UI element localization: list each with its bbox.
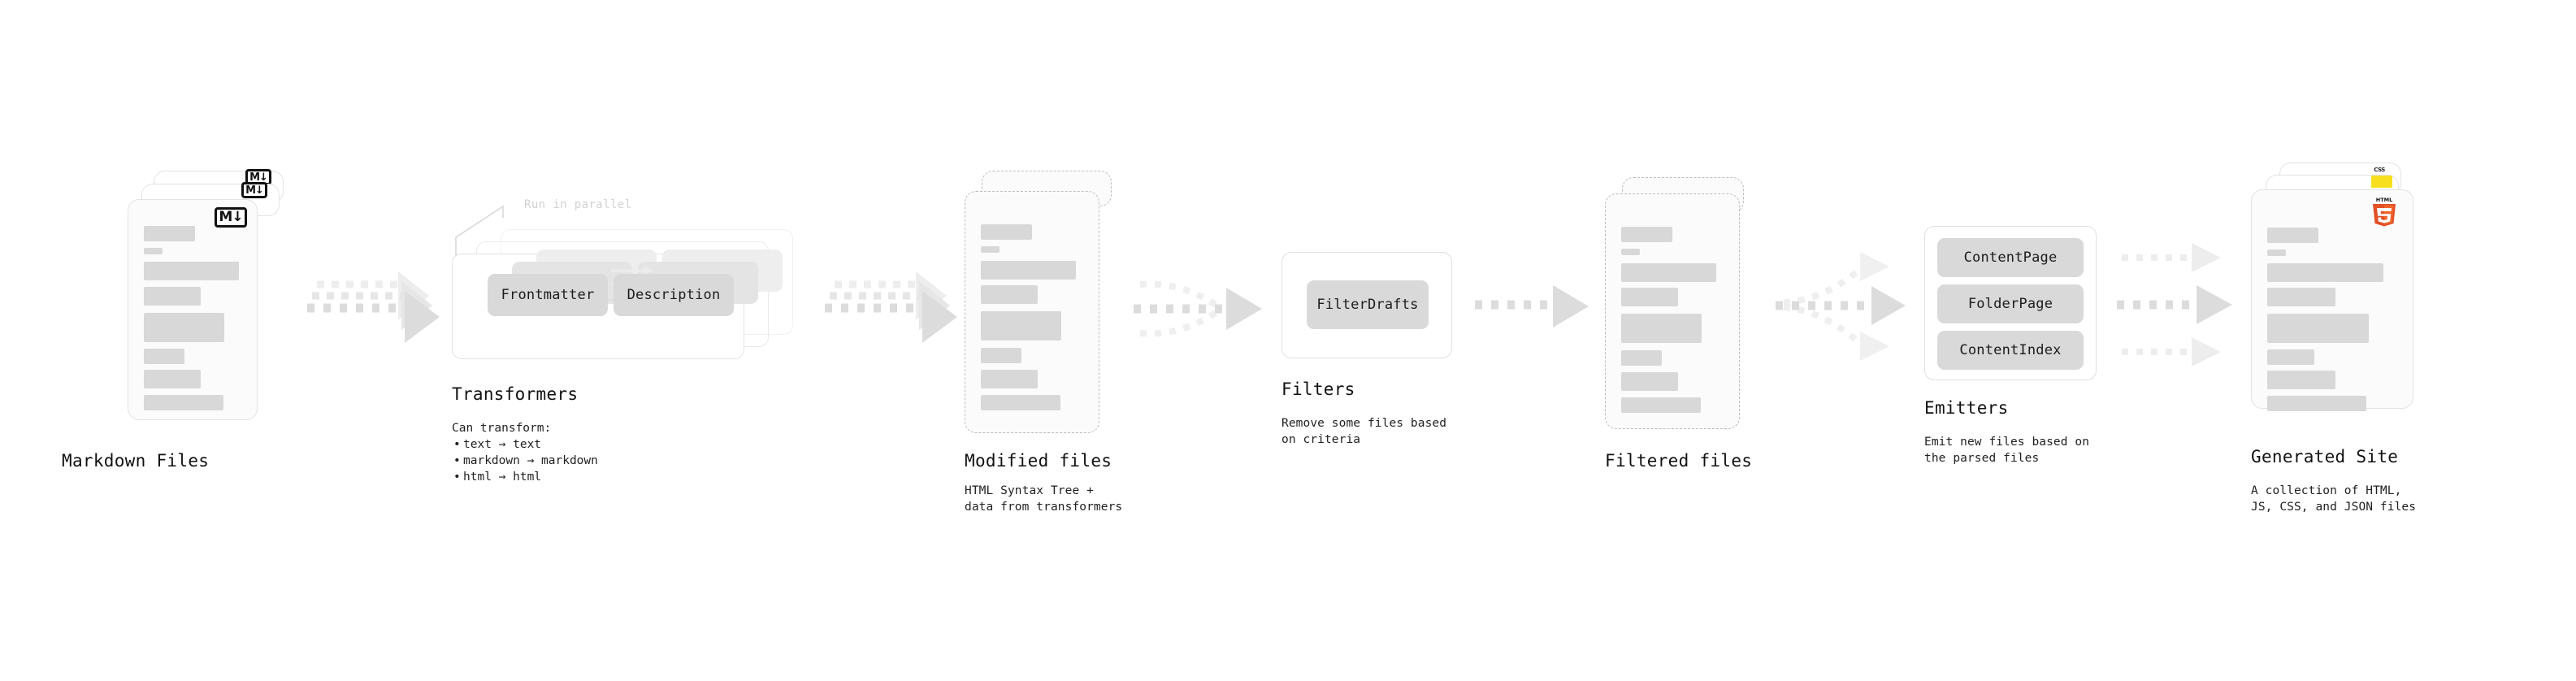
doc-line — [1621, 288, 1678, 306]
doc-line — [144, 287, 201, 306]
svg-text:HTML: HTML — [2376, 197, 2392, 203]
doc-line — [2267, 228, 2318, 243]
filtered-files-title: Filtered files — [1605, 451, 1753, 471]
markdown-badge-front: M↓ — [215, 207, 247, 228]
doc-line — [2267, 263, 2383, 282]
markdown-card-front: M↓ — [128, 199, 258, 420]
doc-line — [1621, 263, 1716, 282]
filters-title: Filters — [1281, 380, 1355, 399]
run-in-parallel-label: Run in parallel — [524, 198, 632, 211]
flow-modified-to-filters — [1134, 280, 1262, 337]
markdown-files-card-stack: M↓ M↓ M↓ — [128, 169, 290, 423]
doc-line — [1621, 249, 1640, 255]
transformer-node-label: Frontmatter — [501, 287, 595, 303]
flow-emitters-to-site — [2117, 243, 2232, 367]
doc-line — [2267, 349, 2314, 365]
generated-site-description: A collection of HTML, JS, CSS, and JSON … — [2251, 484, 2417, 514]
markdown-badge-back-2: M↓ — [245, 169, 271, 185]
emitters-title: Emitters — [1924, 398, 2009, 418]
transformers-description-header: Can transform: — [452, 422, 552, 435]
generated-card-front-html — [2251, 189, 2413, 411]
doc-line — [2267, 371, 2335, 389]
doc-line — [144, 226, 195, 241]
filtered-card-front — [1605, 193, 1740, 429]
doc-line — [144, 349, 184, 364]
doc-line — [144, 313, 224, 342]
doc-line — [981, 311, 1061, 340]
doc-line — [2267, 396, 2366, 411]
css-badge-label: CSS — [2374, 167, 2385, 173]
run-in-parallel-bracket — [455, 205, 504, 264]
modified-card-front — [965, 191, 1099, 433]
flow-markdown-to-transformers — [307, 271, 440, 343]
transformer-node-frontmatter[interactable]: Frontmatter — [488, 274, 608, 316]
emitter-node-label: ContentIndex — [1959, 342, 2062, 358]
filters-description: Remove some files based on criteria — [1281, 417, 1447, 446]
emitter-node-contentpage[interactable]: ContentPage — [1937, 238, 2084, 277]
modified-files-description: HTML Syntax Tree + data from transformer… — [965, 484, 1123, 514]
doc-line — [1621, 314, 1702, 343]
doc-line — [1621, 350, 1662, 366]
transformers-bullet: text → text — [453, 436, 598, 453]
filter-node-filterdrafts[interactable]: FilterDrafts — [1307, 280, 1429, 329]
doc-line — [981, 348, 1021, 363]
transformers-bullet: html → html — [453, 469, 598, 485]
markdown-files-title: Markdown Files — [62, 451, 210, 471]
transformer-node-label: Description — [627, 287, 721, 303]
doc-line — [144, 248, 163, 254]
modified-files-title: Modified files — [965, 451, 1112, 471]
emitter-node-contentindex[interactable]: ContentIndex — [1937, 331, 2084, 370]
doc-line — [144, 262, 239, 280]
emitters-description: Emit new files based on the parsed files — [1924, 436, 2090, 465]
transformers-title: Transformers — [452, 384, 579, 404]
filter-node-label: FilterDrafts — [1316, 297, 1419, 313]
html5-icon: HTML — [2373, 197, 2396, 227]
doc-line — [1621, 397, 1701, 413]
modified-files-card-stack — [965, 171, 1127, 433]
doc-line — [981, 285, 1038, 304]
doc-line — [981, 261, 1076, 280]
doc-line — [2267, 314, 2369, 343]
transformer-node-description[interactable]: Description — [614, 274, 734, 316]
doc-line — [144, 395, 223, 410]
js-badge — [2371, 176, 2392, 188]
css-badge: CSS — [2371, 167, 2387, 173]
generated-site-card-stack: CSS HTML — [2251, 163, 2430, 423]
doc-line — [1621, 227, 1672, 242]
doc-line — [981, 224, 1032, 240]
markdown-badge-back-1: M↓ — [241, 182, 267, 198]
flow-transformers-to-modified — [825, 271, 957, 343]
generated-site-title: Generated Site — [2251, 447, 2399, 466]
doc-line — [981, 395, 1060, 410]
doc-line — [1621, 372, 1678, 391]
doc-line — [2267, 288, 2335, 306]
transformers-bullet: markdown → markdown — [453, 453, 598, 469]
emitter-node-label: FolderPage — [1967, 296, 2053, 312]
doc-line — [981, 370, 1038, 388]
doc-line — [144, 370, 201, 388]
emitter-node-label: ContentPage — [1963, 249, 2058, 266]
doc-line — [2267, 249, 2286, 256]
flow-filtered-to-emitters — [1776, 252, 1906, 361]
flow-filters-to-filtered — [1475, 285, 1589, 327]
filtered-files-card-stack — [1605, 177, 1767, 437]
emitter-node-folderpage[interactable]: FolderPage — [1937, 284, 2084, 323]
doc-line — [981, 246, 1000, 253]
transformers-description: Can transform: text → text markdown → ma… — [452, 420, 598, 485]
